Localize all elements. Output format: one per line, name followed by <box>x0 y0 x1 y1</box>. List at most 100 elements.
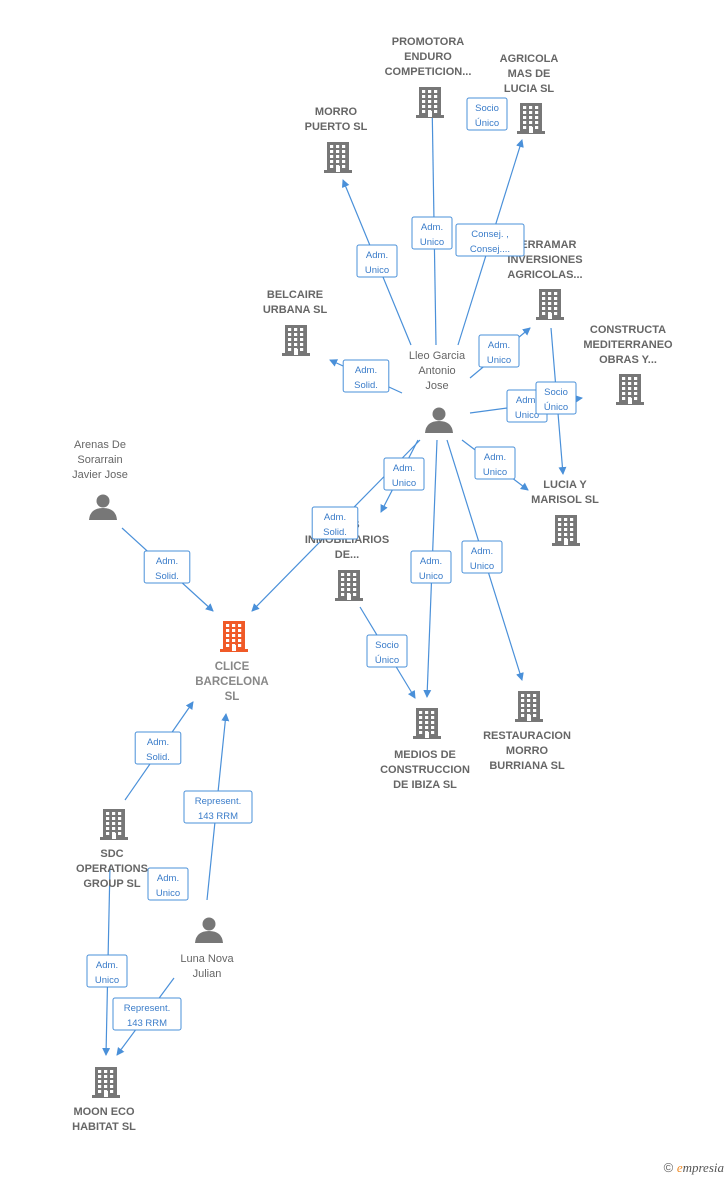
building-icon[interactable] <box>517 103 545 134</box>
edge-label-text: Socio <box>375 640 399 651</box>
building-icon[interactable] <box>324 142 352 173</box>
edge-label-text: Unico <box>392 478 416 489</box>
node-label-line: MARISOL SL <box>531 494 599 506</box>
node-label-line: Lleo Garcia <box>409 350 466 362</box>
node-label-line: MORRO <box>315 106 358 118</box>
edge-label-text: Unico <box>419 571 443 582</box>
edge-label-text: Adm. <box>147 737 169 748</box>
edge-label-text: Unico <box>515 410 539 421</box>
edge-label-text: Unico <box>365 265 389 276</box>
node-restauracion[interactable]: RESTAURACION MORRO BURRIANA SL <box>483 691 571 772</box>
node-label-line: BURRIANA SL <box>489 760 565 772</box>
node-label-line: AGRICOLAS... <box>507 269 582 281</box>
edge-label-arenas-clice[interactable]: Adm.Solid. <box>143 550 191 584</box>
node-promotora[interactable]: PROMOTORAENDUROCOMPETICION... <box>385 36 472 118</box>
node-label-line: PUERTO SL <box>305 121 368 133</box>
building-icon[interactable] <box>100 809 128 840</box>
edge-label-luna-clice[interactable]: Represent. 143 RRM <box>183 790 253 824</box>
node-label-line: Luna Nova <box>180 953 234 965</box>
node-label-line: OPERATIONS <box>76 863 148 875</box>
node-label-line: MOON ECO <box>73 1106 135 1118</box>
edge-label-lleo-medios[interactable]: Adm.Unico <box>410 550 452 584</box>
edge-label-sdc-clice[interactable]: Adm. Solid. <box>134 731 182 765</box>
edge-label-text: Adm. <box>471 546 493 557</box>
edge-label-text: Adm. <box>421 222 443 233</box>
node-label-line: OBRAS Y... <box>599 354 657 366</box>
node-label-line: Sorarrain <box>77 454 122 466</box>
edge-label-text: Adm. <box>157 873 179 884</box>
person-icon[interactable] <box>195 917 223 944</box>
node-label-line: BELCAIRE <box>267 289 323 301</box>
edge-label-lleo-agricola[interactable]: Consej. ,Consej.... <box>455 223 525 257</box>
edge-label-text: Socio <box>544 387 568 398</box>
edge-label-text: Adm. <box>488 340 510 351</box>
edge-label-text: Unico <box>420 237 444 248</box>
building-icon[interactable] <box>92 1067 120 1098</box>
edge-label-text: 143 RRM <box>198 811 238 822</box>
node-label-line: DE IBIZA SL <box>393 779 457 791</box>
node-label-line: BARCELONA <box>195 676 268 688</box>
building-icon[interactable] <box>220 621 248 652</box>
edge-label-sdc-moon[interactable]: Adm.Unico <box>86 954 128 988</box>
edge-label-luna-moon[interactable]: Represent.143 RRM <box>112 997 182 1031</box>
node-label-line: CONSTRUCCION <box>380 764 470 776</box>
edge-label-text: Unico <box>470 561 494 572</box>
node-morro[interactable]: MORRO PUERTO SL <box>305 106 368 173</box>
node-label-line: RESTAURACION <box>483 730 571 742</box>
copyright-notice: © empresia <box>664 1160 724 1176</box>
node-label-line: Arenas De <box>74 439 126 451</box>
person-icon[interactable] <box>425 407 453 434</box>
edge-label-text: Solid. <box>146 752 170 763</box>
building-icon[interactable] <box>335 570 363 601</box>
building-icon[interactable] <box>552 515 580 546</box>
node-label-line: URBANA SL <box>263 304 328 316</box>
building-icon[interactable] <box>616 374 644 405</box>
edge-label-text: Socio <box>475 103 499 114</box>
copyright-symbol: © <box>663 1160 674 1175</box>
node-label-line: MORRO <box>506 745 549 757</box>
node-moon[interactable]: MOON ECO HABITAT SL <box>72 1067 136 1133</box>
node-terramar[interactable]: TERRAMARINVERSIONESAGRICOLAS... <box>507 239 583 320</box>
brand-logo[interactable]: empresia <box>676 1160 724 1175</box>
edge-label-lleo-inmobiliarios[interactable]: Adm. Unico <box>383 457 425 491</box>
edge-label-lleo-restauracion[interactable]: Adm. Unico <box>461 540 503 574</box>
node-label-line: Julian <box>193 968 222 980</box>
edge-label-lleo-promotora[interactable]: Adm. Unico <box>411 216 453 250</box>
building-icon[interactable] <box>413 708 441 739</box>
building-icon[interactable] <box>416 87 444 118</box>
node-label-line: HABITAT SL <box>72 1121 136 1133</box>
node-label-line: INVERSIONES <box>507 254 582 266</box>
edge-label-text: Represent. <box>195 796 241 807</box>
edge-label-lleo-clice[interactable]: Adm.Solid. <box>311 506 359 540</box>
edge-label-text: Unico <box>483 467 507 478</box>
edge-label-lleo-morro[interactable]: Adm.Unico <box>356 244 398 278</box>
node-label-line: AGRICOLA <box>500 53 559 65</box>
edge-label-luna-sdc[interactable]: Adm.Unico <box>147 867 189 901</box>
person-icon[interactable] <box>89 494 117 521</box>
building-icon[interactable] <box>282 325 310 356</box>
node-belcaire[interactable]: BELCAIRE URBANA SL <box>263 289 328 356</box>
edge-label-lleo-lucia[interactable]: Adm.Unico <box>474 446 516 480</box>
edge-label-lleo-belcaire[interactable]: Adm.Solid. <box>342 359 390 393</box>
edge-label-text: Solid. <box>354 380 378 391</box>
node-label-line: LUCIA SL <box>504 83 555 95</box>
edge-label-text: Adm. <box>393 463 415 474</box>
node-label-line: Antonio <box>418 365 455 377</box>
building-icon[interactable] <box>536 289 564 320</box>
edge-label-lleo-terramar[interactable]: Adm.Unico <box>478 334 520 368</box>
building-icon[interactable] <box>515 691 543 722</box>
